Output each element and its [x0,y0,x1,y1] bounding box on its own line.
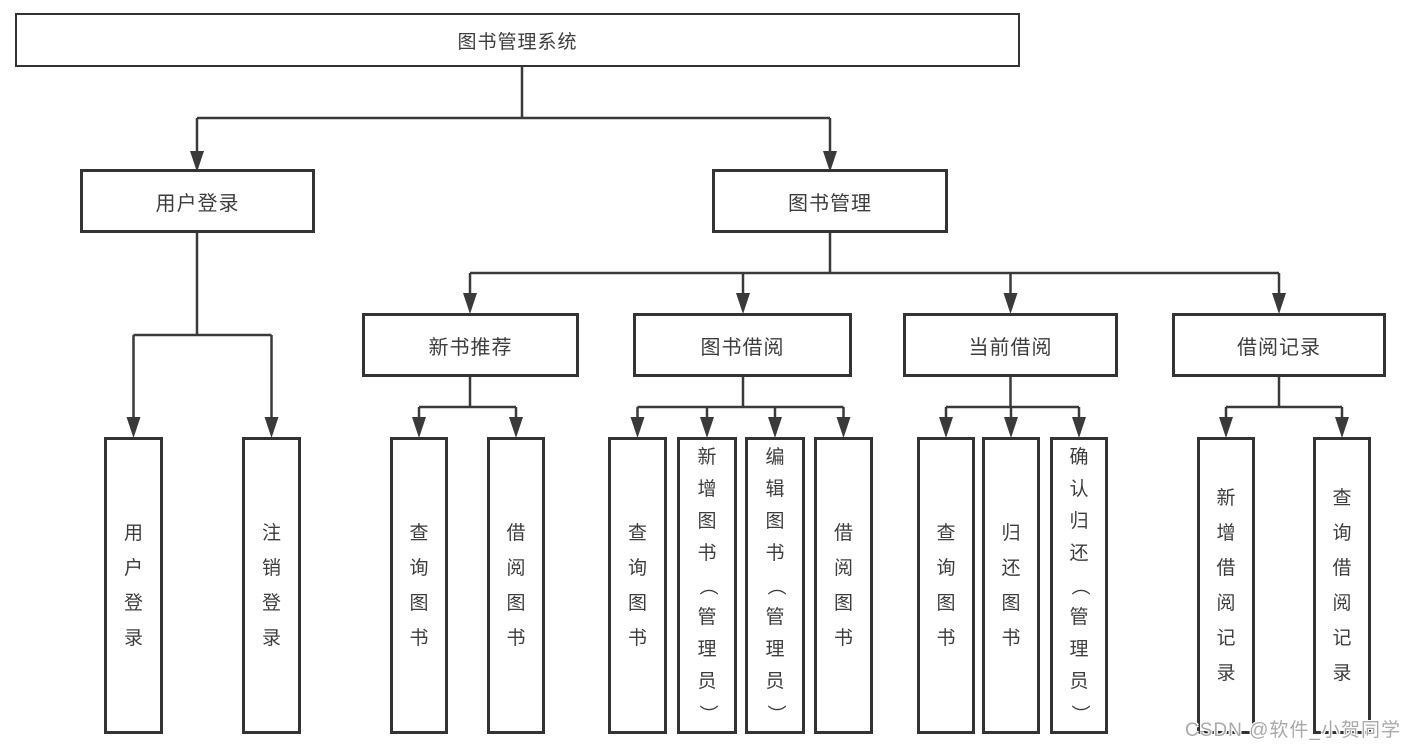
leaf-logout: 注销登录 [242,437,301,734]
leaf-borrow-books-newbook: 借阅图书 [487,437,545,734]
node-label: 新书推荐 [428,336,513,359]
leaf-edit-books-admin: 编辑图书（管理员） [745,437,805,734]
node-current-borrow: 当前借阅 [903,313,1118,377]
leaf-return-books: 归还图书 [982,437,1040,734]
leaf-query-borrow-record: 查询借阅记录 [1313,437,1371,734]
leaf-user-login: 用户登录 [104,437,163,734]
node-user-login: 用户登录 [80,169,315,233]
leaf-borrow-books: 借阅图书 [814,437,873,734]
node-borrow-records: 借阅记录 [1172,313,1386,377]
node-label: 用户登录 [155,192,240,215]
node-label: 图书管理系统 [457,31,578,53]
leaf-add-books-admin: 新增图书（管理员） [677,437,737,734]
leaf-query-books-current: 查询图书 [917,437,975,734]
node-label: 图书管理 [788,192,872,215]
leaf-confirm-return-admin: 确认归还（管理员） [1050,437,1108,734]
leaf-add-borrow-record: 新增借阅记录 [1197,437,1255,734]
csdn-watermark: CSDN @软件_小贺同学 [1185,720,1401,741]
node-book-management: 图书管理 [712,169,948,233]
node-new-book-recommend: 新书推荐 [362,313,579,377]
node-book-borrow: 图书借阅 [633,313,852,377]
node-label: 当前借阅 [968,336,1053,359]
node-label: 借阅记录 [1237,336,1321,359]
leaf-query-books-borrow: 查询图书 [608,437,667,734]
node-library-management-system: 图书管理系统 [15,13,1020,67]
node-label: 图书借阅 [700,336,785,359]
leaf-query-books-newbook: 查询图书 [390,437,448,734]
